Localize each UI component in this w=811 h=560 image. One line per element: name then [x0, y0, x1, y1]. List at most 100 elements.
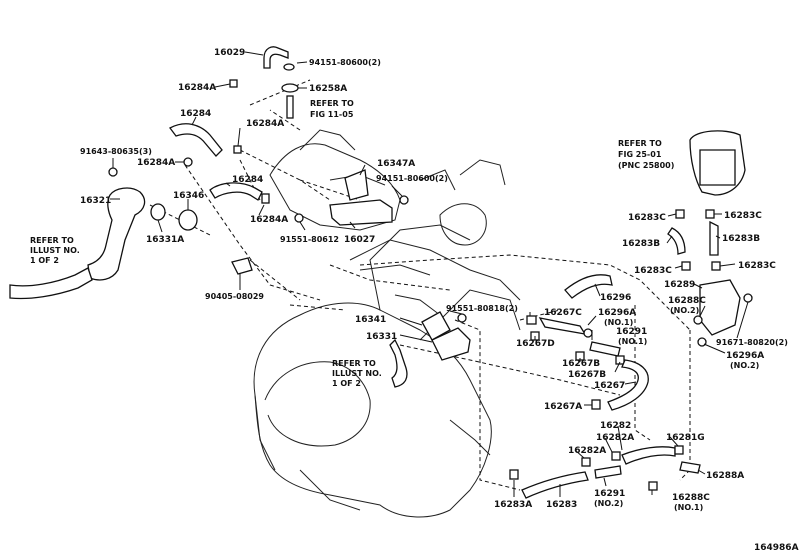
clamp-16267C: [526, 315, 537, 325]
label-16029: 16029: [214, 48, 245, 58]
label-16267D: 16267D: [516, 339, 555, 349]
label-16282A-2: 16282A: [568, 446, 606, 456]
bolt-91551-80612: [294, 213, 304, 223]
hose-16283B-right: [709, 220, 719, 256]
label-16296A-no2-note: (NO.2): [730, 361, 759, 370]
gasket-16331A: [150, 203, 166, 221]
label-16283C-3: 16283C: [634, 266, 672, 276]
label-16347A: 16347A: [377, 159, 415, 169]
clamp-16284A-3: [183, 157, 193, 167]
label-16288C-no1: 16288C: [672, 493, 710, 503]
label-16283C-2: 16283C: [724, 211, 762, 221]
label-16341: 16341: [355, 315, 386, 325]
hose-16283B-left: [667, 227, 686, 255]
label-16321: 16321: [80, 196, 111, 206]
clamp-16284A-top: [229, 79, 238, 88]
label-90405-08029: 90405-08029: [205, 292, 264, 301]
label-16291-no2: 16291: [594, 489, 625, 499]
label-16291-no2-note: (NO.2): [594, 499, 623, 508]
label-94151-80600-b: 94151-80600(2): [376, 174, 448, 183]
label-16284-middle: 16284: [232, 175, 263, 185]
label-16331: 16331: [366, 332, 397, 342]
label-refer-illust-mid-line3: 1 OF 2: [332, 379, 361, 388]
hose-refer-illust-lower: [389, 338, 408, 388]
hose-16029: [263, 46, 289, 69]
pipe-16291-no2: [594, 465, 622, 479]
label-16288C-no2: 16288C: [668, 296, 706, 306]
label-91671-80820: 91671-80820(2): [716, 338, 788, 347]
hose-16283: [521, 471, 589, 499]
label-refer-fig-11-05-line2: FIG 11-05: [310, 110, 354, 119]
label-refer-fig-25-01-line2: FIG 25-01: [618, 150, 662, 159]
clamp-16284A-2: [233, 145, 242, 154]
label-16284A-top: 16284A: [178, 83, 216, 93]
bolt-91671: [743, 293, 753, 303]
bracket-16347A: [344, 169, 369, 201]
clamp-16267A: [591, 399, 601, 410]
label-16283C-1: 16283C: [628, 213, 666, 223]
clamp-16291-no1: [583, 328, 593, 338]
bolt-91643: [108, 167, 118, 177]
label-refer-fig-25-01-line1: REFER TO: [618, 139, 662, 148]
clamp-16282A-1: [611, 451, 621, 461]
hose-16267: [607, 359, 649, 411]
label-16267: 16267: [594, 381, 625, 391]
label-16283B-1: 16283B: [622, 239, 660, 249]
label-16284A-3: 16284A: [137, 158, 175, 168]
label-16296A-no2: 16296A: [726, 351, 764, 361]
engine-block-outline: [253, 129, 521, 518]
hose-16282: [621, 446, 676, 465]
label-refer-illust-left-line2: ILLUST NO.: [30, 246, 80, 255]
label-16284-upper: 16284: [180, 109, 211, 119]
label-16282: 16282: [600, 421, 631, 431]
label-16296: 16296: [600, 293, 631, 303]
clamp-16288C-no1: [648, 481, 658, 491]
label-16267C: 16267C: [544, 308, 582, 318]
gasket-16341: [421, 311, 451, 341]
label-16331A: 16331A: [146, 235, 184, 245]
clamp-16283C-1: [675, 209, 685, 219]
clamp-16267B-2: [615, 355, 625, 365]
clamp-16283C-3: [681, 261, 691, 271]
label-16346: 16346: [173, 191, 204, 201]
label-16258A: 16258A: [309, 84, 347, 94]
label-16267B-1: 16267B: [562, 359, 600, 369]
label-refer-illust-mid-line2: ILLUST NO.: [332, 369, 382, 378]
label-16283A: 16283A: [494, 500, 532, 510]
water-pipe-lower-left: [9, 267, 93, 300]
valve-16289: [699, 279, 741, 336]
label-91551-80612: 91551-80612: [280, 235, 339, 244]
clamp-94151-mid: [399, 195, 409, 205]
gasket-16258A: [281, 83, 299, 93]
label-16267B-2: 16267B: [568, 370, 606, 380]
diagram-number: 164986A: [754, 543, 799, 553]
label-16284A-2: 16284A: [246, 119, 284, 129]
clamp-16283A: [509, 469, 519, 480]
hose-16284-upper: [169, 123, 223, 157]
clip-90405: [231, 257, 253, 275]
label-91551-80818: 91551-80818(2): [446, 304, 518, 313]
label-16282A-1: 16282A: [596, 433, 634, 443]
label-16288A: 16288A: [706, 471, 744, 481]
label-16283B-2: 16283B: [722, 234, 760, 244]
label-refer-illust-left-line3: 1 OF 2: [30, 256, 59, 265]
clamp-16288C-no2: [693, 315, 703, 325]
hose-16296: [564, 274, 613, 299]
pipe-16291-no1: [589, 341, 621, 357]
bolt-91551-80818: [457, 313, 467, 323]
label-16291-no1: 16291: [616, 327, 647, 337]
label-16027: 16027: [344, 235, 375, 245]
label-16283: 16283: [546, 500, 577, 510]
label-16284A-4: 16284A: [250, 215, 288, 225]
label-16296A-no1-note: (NO.1): [604, 318, 633, 327]
leader-lines: [110, 51, 749, 497]
water-outlet-16321: [87, 187, 146, 281]
hose-16288A: [679, 461, 701, 474]
label-94151-80600-a: 94151-80600(2): [309, 58, 381, 67]
pipe-16027: [329, 199, 393, 226]
clamp-94151-top: [283, 63, 295, 71]
clamp-16283C-2: [705, 209, 715, 219]
hose-16284-middle: [209, 182, 263, 201]
